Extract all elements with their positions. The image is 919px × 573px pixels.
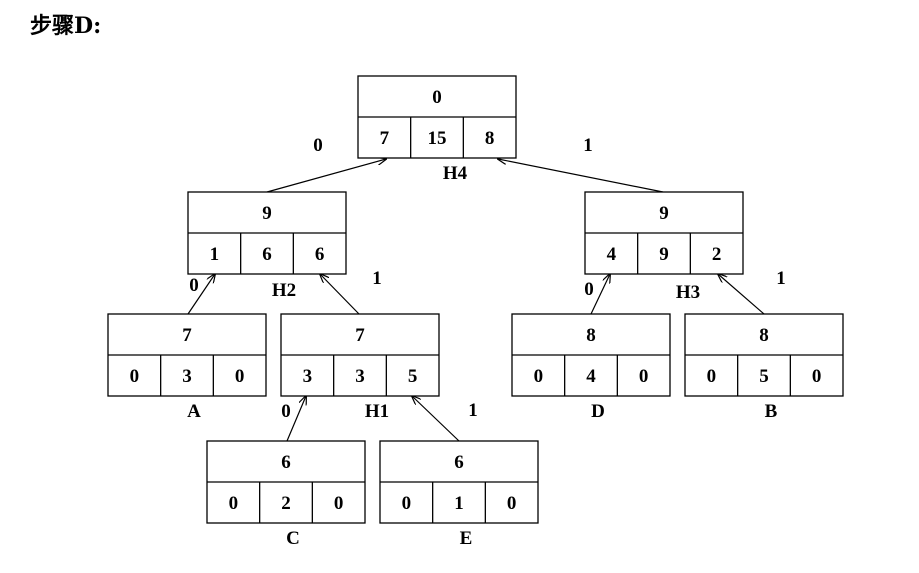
node-cell: 9 — [659, 244, 669, 265]
edge-bit-label: 1 — [583, 135, 593, 156]
node-weight: 8 — [759, 325, 769, 346]
node-cell: 0 — [402, 493, 412, 514]
node-cell: 6 — [262, 244, 272, 265]
node-cell: 3 — [182, 366, 192, 387]
edge-bit-label: 0 — [189, 275, 199, 296]
node-cell: 2 — [281, 493, 291, 514]
node-weight: 6 — [454, 452, 464, 473]
node-label: H4 — [443, 163, 468, 184]
tree-node-b: 8 0 5 0B — [684, 313, 844, 422]
edge-bit-label: 1 — [468, 400, 478, 421]
node-label: B — [765, 401, 778, 422]
edge-bit-label: 0 — [584, 279, 594, 300]
node-cell: 0 — [812, 366, 822, 387]
edge-h1-to-h2: 1 — [320, 268, 382, 315]
node-weight: 6 — [281, 452, 291, 473]
node-cell: 0 — [130, 366, 140, 387]
edge-arrow — [266, 159, 386, 193]
edge-arrow — [286, 396, 306, 442]
node-cell: 8 — [485, 128, 495, 149]
node-cell: 0 — [707, 366, 717, 387]
tree-node-d: 8 0 4 0D — [511, 313, 671, 422]
node-cell: 1 — [454, 493, 464, 514]
node-label: H3 — [676, 282, 700, 303]
node-weight: 8 — [586, 325, 596, 346]
node-weight: 0 — [432, 87, 442, 108]
node-cell: 0 — [229, 493, 239, 514]
edge-h3-to-h4: 1 — [498, 135, 664, 193]
edge-arrow — [187, 274, 215, 315]
node-label: H2 — [272, 280, 296, 301]
node-cell: 4 — [586, 366, 596, 387]
node-label: C — [286, 528, 300, 549]
node-cell: 0 — [235, 366, 245, 387]
edge-arrow — [498, 159, 664, 193]
node-cell: 0 — [639, 366, 649, 387]
node-label: A — [187, 401, 201, 422]
node-cell: 4 — [607, 244, 617, 265]
node-label: H1 — [365, 401, 389, 422]
node-cell: 0 — [507, 493, 517, 514]
tree-node-h4: 0 7 15 8H4 — [357, 75, 517, 184]
edge-e-to-h1: 1 — [412, 396, 478, 442]
node-cell: 5 — [759, 366, 769, 387]
edge-c-to-h1: 0 — [281, 396, 306, 442]
node-weight: 9 — [659, 203, 669, 224]
node-label: E — [460, 528, 473, 549]
node-cell: 15 — [428, 128, 447, 149]
node-cell: 7 — [380, 128, 390, 149]
node-label: D — [591, 401, 605, 422]
node-cell: 0 — [334, 493, 344, 514]
edge-arrow — [412, 396, 460, 442]
edge-arrow — [590, 274, 610, 315]
node-cell: 3 — [303, 366, 313, 387]
node-weight: 7 — [182, 325, 192, 346]
edge-bit-label: 0 — [313, 135, 323, 156]
node-cell: 0 — [534, 366, 544, 387]
node-weight: 9 — [262, 203, 272, 224]
node-cell: 2 — [712, 244, 722, 265]
edge-bit-label: 0 — [281, 401, 291, 422]
node-cell: 5 — [408, 366, 418, 387]
edge-h2-to-h4: 0 — [266, 135, 386, 193]
node-cell: 1 — [210, 244, 220, 265]
tree-node-e: 6 0 1 0E — [379, 440, 539, 549]
edge-b-to-h3: 1 — [718, 268, 786, 315]
tree-node-h1: 7 3 3 5H1 — [280, 313, 440, 422]
tree-node-a: 7 0 3 0A — [107, 313, 267, 422]
node-cell: 6 — [315, 244, 325, 265]
edge-d-to-h3: 0 — [584, 274, 610, 315]
node-weight: 7 — [355, 325, 365, 346]
edge-a-to-h2: 0 — [187, 274, 215, 315]
tree-node-c: 6 0 2 0C — [206, 440, 366, 549]
edge-bit-label: 1 — [372, 268, 382, 289]
tree-node-h3: 9 4 9 2H3 — [584, 191, 744, 303]
edge-arrow — [320, 274, 360, 315]
node-cell: 3 — [355, 366, 365, 387]
edge-arrow — [718, 274, 765, 315]
step-title: 步骤D: — [30, 13, 101, 39]
edge-bit-label: 1 — [776, 268, 786, 289]
